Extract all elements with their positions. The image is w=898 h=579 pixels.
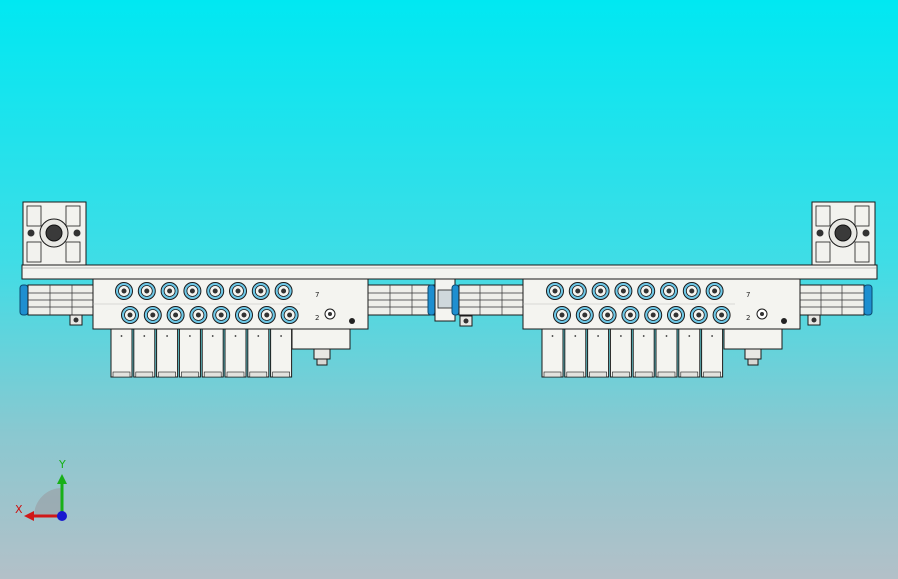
port-mark-7: 7 bbox=[746, 291, 750, 299]
right-pressure-regulator bbox=[723, 328, 783, 366]
push-in-fitting-icon bbox=[166, 306, 185, 324]
push-in-fitting-icon bbox=[115, 282, 133, 300]
solenoid-valve bbox=[247, 328, 270, 378]
crossbar-rail bbox=[21, 264, 878, 280]
right-end-silencer bbox=[799, 284, 873, 326]
solenoid-valve bbox=[632, 328, 655, 378]
x-axis-label: X bbox=[15, 503, 23, 516]
solenoid-valve bbox=[564, 328, 587, 378]
push-in-fitting-icon bbox=[212, 306, 231, 324]
push-in-fitting-icon bbox=[183, 282, 202, 300]
push-in-fitting-icon bbox=[575, 306, 594, 324]
push-in-fitting-icon bbox=[121, 306, 139, 324]
solenoid-valve bbox=[678, 328, 701, 378]
solenoid-valve bbox=[156, 328, 179, 378]
y-axis-label: Y bbox=[59, 458, 66, 471]
push-in-fitting-icon bbox=[553, 306, 571, 324]
push-in-fitting-icon bbox=[143, 306, 162, 324]
push-in-fitting-icon bbox=[160, 282, 179, 300]
push-in-fitting-icon bbox=[621, 306, 640, 324]
left-manifold: 7 2 bbox=[92, 278, 369, 330]
solenoid-valve bbox=[110, 328, 133, 378]
z-axis-point-icon bbox=[57, 511, 67, 521]
left-end-silencer bbox=[19, 284, 95, 316]
right-manifold-start-silencer bbox=[451, 284, 524, 316]
left-small-fitting bbox=[69, 314, 83, 326]
solenoid-valve bbox=[201, 328, 224, 378]
push-in-fitting-icon bbox=[712, 306, 731, 324]
solenoid-valve bbox=[609, 328, 632, 378]
solenoid-valve bbox=[655, 328, 678, 378]
triad-plane-icon bbox=[34, 488, 62, 516]
solenoid-valve bbox=[701, 328, 724, 378]
push-in-fitting-icon bbox=[137, 282, 156, 300]
push-in-fitting-icon bbox=[206, 282, 225, 300]
solenoid-valve bbox=[541, 328, 564, 378]
push-in-fitting-icon bbox=[229, 282, 247, 300]
push-in-fitting-icon bbox=[682, 282, 701, 300]
port-mark-2: 2 bbox=[746, 314, 750, 322]
push-in-fitting-icon bbox=[591, 282, 610, 300]
push-in-fitting-icon bbox=[667, 306, 685, 324]
solenoid-valve bbox=[587, 328, 610, 378]
push-in-fitting-icon bbox=[568, 282, 587, 300]
port-mark-2: 2 bbox=[315, 314, 319, 322]
push-in-fitting-icon bbox=[637, 282, 656, 300]
push-in-fitting-icon bbox=[546, 282, 564, 300]
left-mounting-bracket bbox=[22, 201, 87, 266]
axis-triad bbox=[24, 474, 67, 521]
push-in-fitting-icon bbox=[257, 306, 276, 324]
push-in-fitting-icon bbox=[280, 306, 299, 324]
push-in-fitting-icon bbox=[235, 306, 253, 324]
right-mounting-bracket bbox=[811, 201, 876, 266]
push-in-fitting-icon bbox=[660, 282, 678, 300]
solenoid-valve bbox=[270, 328, 293, 378]
push-in-fitting-icon bbox=[189, 306, 208, 324]
port-mark-7: 7 bbox=[315, 291, 319, 299]
left-manifold-end-silencer bbox=[367, 284, 436, 316]
left-pressure-regulator bbox=[291, 328, 351, 366]
right-valve-bank bbox=[541, 328, 724, 378]
solenoid-valve bbox=[224, 328, 247, 378]
right-manifold: 7 2 bbox=[522, 278, 801, 330]
push-in-fitting-icon bbox=[598, 306, 617, 324]
push-in-fitting-icon bbox=[644, 306, 663, 324]
push-in-fitting-icon bbox=[274, 282, 293, 300]
push-in-fitting-icon bbox=[689, 306, 708, 324]
solenoid-valve bbox=[178, 328, 201, 378]
solenoid-valve bbox=[133, 328, 156, 378]
push-in-fitting-icon bbox=[251, 282, 270, 300]
push-in-fitting-icon bbox=[705, 282, 724, 300]
push-in-fitting-icon bbox=[614, 282, 633, 300]
left-valve-bank bbox=[110, 328, 293, 378]
